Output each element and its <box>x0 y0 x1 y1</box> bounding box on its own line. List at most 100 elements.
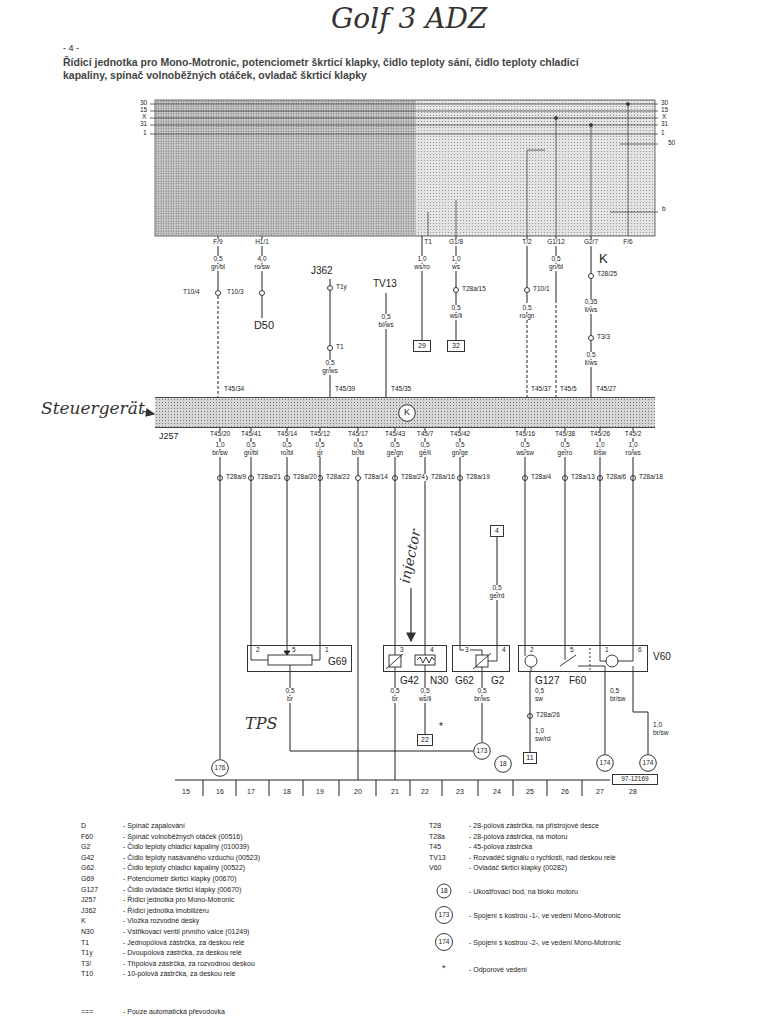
legend-code: T28 <box>428 822 442 829</box>
sensor-symbol <box>395 645 396 655</box>
legend-code: G2 <box>80 843 91 850</box>
wire-label: 0,5 <box>352 442 363 449</box>
pin-name: T45/26 <box>589 431 611 438</box>
circle-outline <box>399 405 416 422</box>
wire-label: 0,5 <box>450 305 461 312</box>
wire-label: sw <box>534 696 544 703</box>
pin-number: 1 <box>324 647 330 654</box>
wire-label: 0,5 <box>585 352 596 359</box>
wire-label: li/sw <box>593 450 608 457</box>
wire-label: li/ws <box>584 360 599 367</box>
pointer-arrow <box>410 588 411 634</box>
wire-label: br/sw <box>211 450 229 457</box>
node-text: 11 <box>526 754 533 761</box>
wire-label: bl/ws <box>378 322 395 329</box>
potentiometer-symbol <box>251 645 320 672</box>
ground-number: 173 <box>438 912 451 919</box>
node-text: J257 <box>159 432 179 441</box>
component-box: G69 <box>247 645 352 672</box>
pin-name: T45/43 <box>384 431 406 438</box>
wire-label: 0,5 <box>491 585 502 592</box>
terminal-name: X <box>141 114 147 121</box>
connector-name: T28/25 <box>596 271 618 278</box>
wire-label: 0,5 <box>245 442 256 449</box>
connector-name: T28a/20 <box>292 474 318 481</box>
note-mark: * <box>438 722 444 733</box>
plug-connector <box>589 274 594 279</box>
wire-connector <box>525 428 526 645</box>
wire-label: br/sw <box>609 696 627 703</box>
pointer-arrow <box>407 633 415 641</box>
node-text: 174 <box>600 760 611 767</box>
wire-connector <box>425 672 426 734</box>
supply-wire <box>330 279 331 397</box>
node-text: G69 <box>328 657 347 668</box>
legend-text: - Řídicí jednotka imobilizéru <box>122 907 210 914</box>
pin-name: T45/5 <box>559 386 578 393</box>
relay-panel-band <box>628 104 629 236</box>
pin-name: T45/37 <box>530 386 552 393</box>
terminal-box: 32 <box>447 340 465 352</box>
supply-wire <box>175 780 610 781</box>
legend-code: T1 <box>80 939 90 946</box>
wire-label: 0,5 <box>476 688 487 695</box>
circle-outline <box>212 760 229 777</box>
legend-code: K <box>80 917 87 924</box>
pin-name: G2/7 <box>583 239 599 246</box>
pin-number: 3 <box>399 647 405 654</box>
relay-panel-band <box>150 111 658 112</box>
supply-wire <box>303 780 304 796</box>
page-number: - 4 - <box>62 44 80 53</box>
pin-number: 2 <box>529 647 535 654</box>
ground-point: 174 <box>639 754 657 772</box>
wire-label: ws/li <box>418 696 433 703</box>
node-text: 4 <box>495 527 499 534</box>
plug-connector <box>454 288 459 293</box>
legend-text: - Čidlo teploty nasávaného vzduchu (0052… <box>122 854 261 861</box>
positioner-symbol <box>525 645 633 672</box>
plug-connector <box>328 346 333 351</box>
handwritten-note: injector <box>397 527 423 586</box>
wire-label: ro/sw <box>253 264 271 271</box>
node-text: 176 <box>215 765 226 772</box>
track-number: 21 <box>390 788 400 795</box>
legend-text: - 10-pólová zástrčka, za deskou relé <box>122 970 236 977</box>
pin-name: T45/38 <box>554 431 576 438</box>
part-name: TV13 <box>372 279 398 290</box>
relay-panel-band <box>556 118 557 236</box>
legend-text: - Ukostřovací bod, na bloku motoru <box>468 888 579 895</box>
node-text: N30 <box>430 676 448 687</box>
legend-text: - Spojení s kostrou -2-, ve vedení Mono-… <box>468 939 622 946</box>
wire-label: 0,5 <box>419 442 430 449</box>
connector-name: T28a/18 <box>638 474 664 481</box>
connector-name: T28a/13 <box>570 474 596 481</box>
track-number: 16 <box>215 788 225 795</box>
plug-connector <box>216 274 636 719</box>
ground-number: 174 <box>438 939 451 946</box>
relay-panel-band <box>150 100 658 236</box>
supply-wire <box>556 300 557 397</box>
part-name: D50 <box>253 320 275 332</box>
positioner-symbol <box>606 655 618 667</box>
relay-panel-band <box>610 212 658 213</box>
potentiometer-symbol <box>284 651 290 655</box>
wire-connector <box>251 428 252 645</box>
wire-label: 0,5 <box>281 442 292 449</box>
relay-panel-band <box>428 212 429 236</box>
wire-label: br/ws <box>473 696 491 703</box>
legend-text: - Odporové vedení <box>468 966 528 973</box>
supply-wire <box>218 296 219 397</box>
supply-wire <box>410 780 411 796</box>
connector-name: T28a/4 <box>530 474 552 481</box>
pin-number: 4 <box>429 647 435 654</box>
legend-text: - Třípólová zástrčka, za rozvodnou desko… <box>122 960 256 967</box>
track-number: 20 <box>353 788 363 795</box>
legend-code: G69 <box>80 875 95 882</box>
plug-connector <box>260 291 265 296</box>
track-number: 27 <box>595 788 605 795</box>
supply-wire <box>513 780 514 796</box>
wire-label: 0,5 <box>609 688 620 695</box>
legend-text: - Řídicí jednotka pro Mono-Motronic <box>122 896 235 903</box>
node-text: 97-12169 <box>621 776 648 783</box>
